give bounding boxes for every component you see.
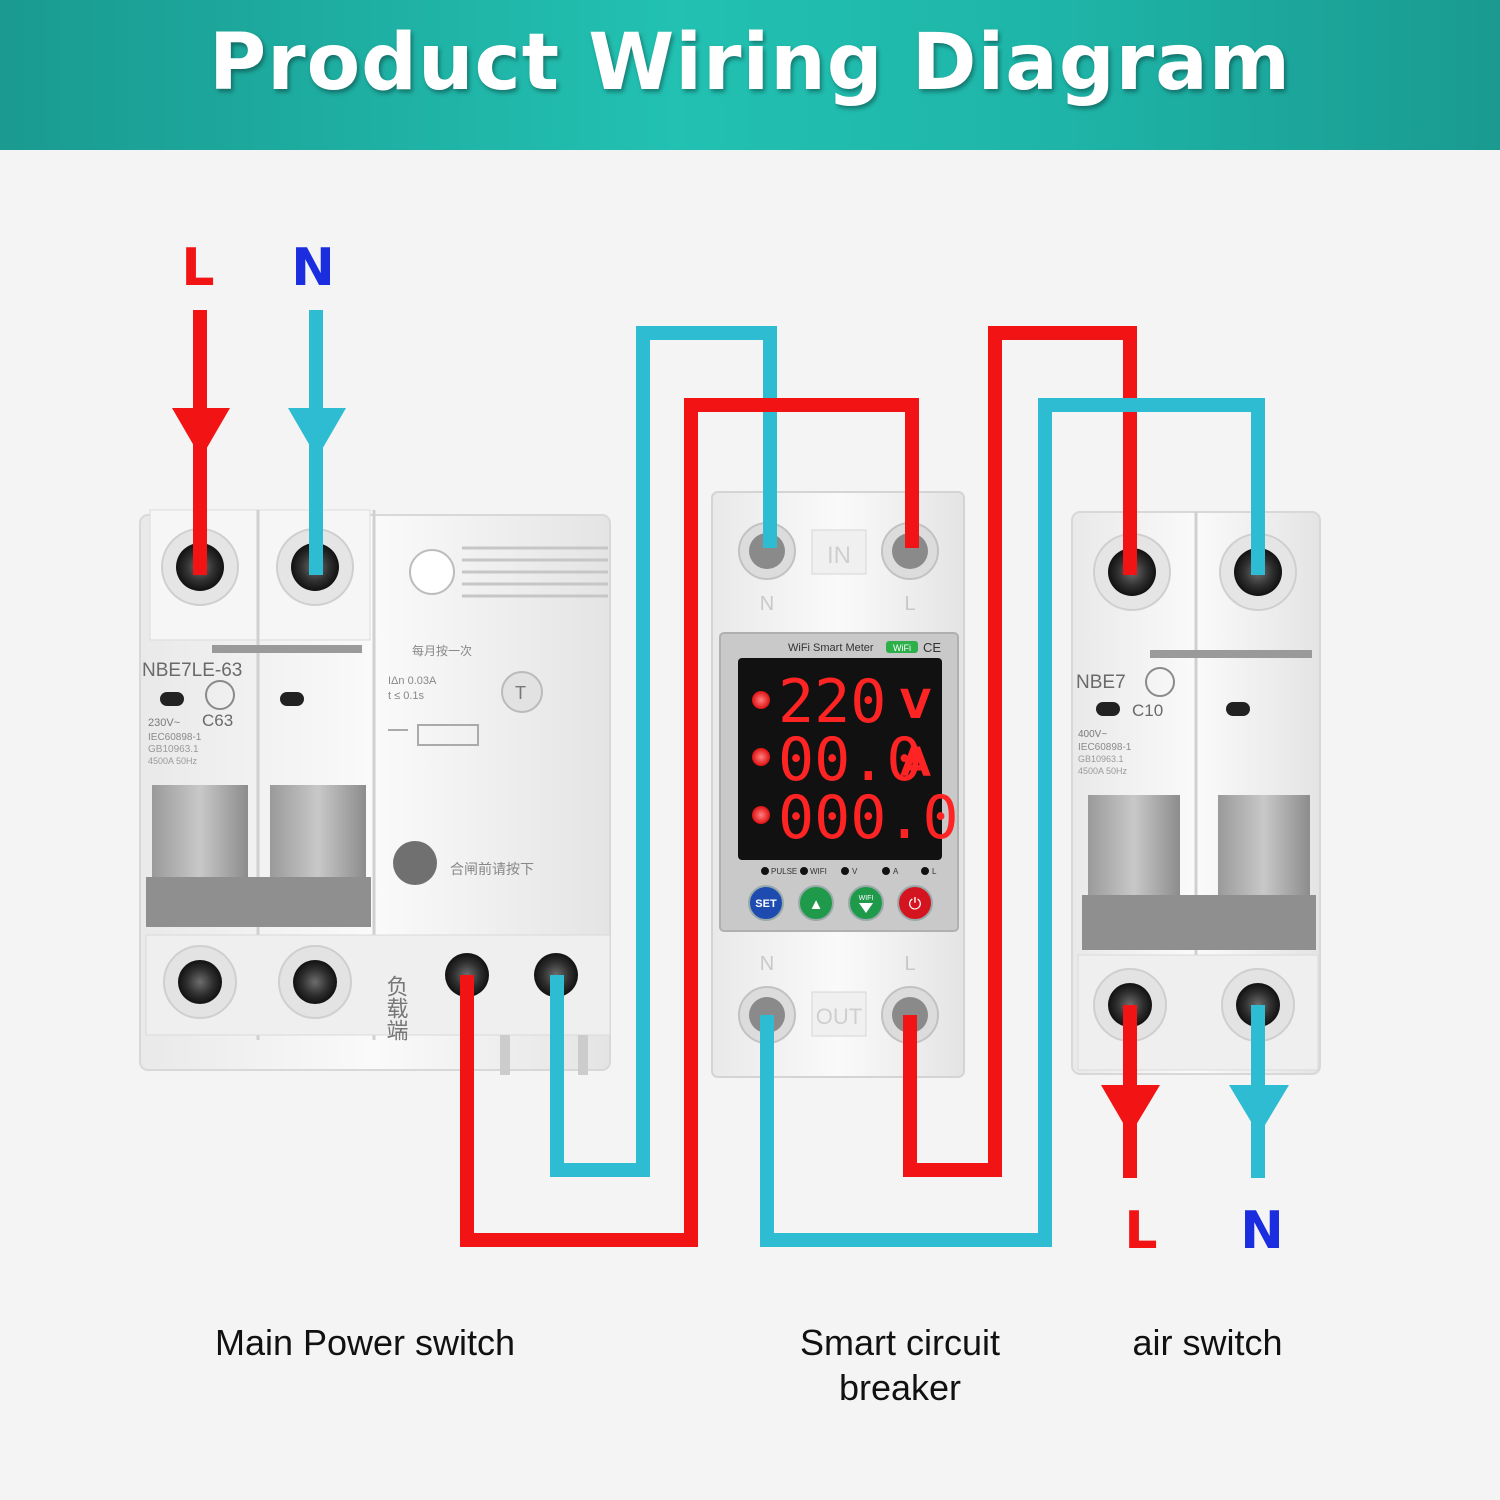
air-lever-n[interactable] (1218, 795, 1310, 905)
voltage-reading: 220 (778, 667, 886, 737)
display-led-3 (752, 806, 770, 824)
main-model-label: NBE7LE-63 (142, 660, 242, 681)
smart-breaker-caption-line2: breaker (838, 1367, 962, 1408)
rcd-reset-button[interactable] (393, 841, 437, 885)
main-led-n (280, 692, 304, 706)
meter-brand-label: WiFi Smart Meter (788, 642, 874, 654)
air-lever-bar[interactable] (1082, 895, 1316, 950)
air-led-n (1226, 702, 1250, 716)
in-n-label: N (760, 593, 774, 615)
meter-display (738, 658, 942, 860)
indicator-v: V (852, 867, 858, 876)
indicator-l: L (932, 867, 937, 876)
air-standard1-label: IEC60898-1 (1078, 742, 1132, 753)
out-n-label: N (760, 953, 774, 975)
leak-spec2-label: t ≤ 0.1s (388, 690, 424, 702)
rcd-test-button[interactable] (501, 671, 543, 713)
indicator-row: PULSE WIFI V A L (761, 867, 937, 876)
display-led-1 (752, 691, 770, 709)
air-rating-label: C10 (1132, 701, 1163, 720)
main-lever-l[interactable] (152, 785, 248, 885)
air-model-label: NBE7 (1076, 672, 1126, 693)
main-switch-caption: Main Power switch (214, 1322, 516, 1363)
page-title: Product Wiring Diagram (208, 18, 1292, 108)
ccc-mark-icon (205, 680, 235, 710)
in-label: IN (827, 542, 851, 569)
air-led-l (1096, 702, 1120, 716)
load-side-label: 负载端 (384, 975, 409, 1041)
smart-breaker-caption: Smart circuit breaker (740, 1320, 1060, 1410)
up-arrow-icon: ▲ (809, 896, 824, 913)
air-switch-caption: air switch (1132, 1322, 1283, 1363)
up-button[interactable] (798, 885, 834, 921)
main-lever-bar[interactable] (146, 877, 371, 927)
output-neutral-label: N (1240, 1201, 1284, 1261)
out-l-label: L (904, 953, 915, 975)
voltage-unit: V (900, 682, 931, 728)
smart-breaker-caption-line1: Smart circuit (799, 1322, 1001, 1363)
rcd-test-button-label: T (515, 683, 526, 703)
live-wire-main-to-smart (460, 398, 919, 1247)
output-live-arrow-icon (1101, 1085, 1160, 1135)
smart-circuit-breaker: IN N L WiFi Smart Meter WiFi CE 220 V 00… (711, 491, 965, 1078)
live-wire-smart-to-air (903, 326, 1137, 1177)
power-button[interactable] (897, 885, 933, 921)
input-live-label: L (181, 238, 214, 298)
input-neutral-arrow-icon (288, 408, 346, 458)
main-bottom-l-screw-icon (178, 960, 222, 1004)
reset-note-label: 合闸前请按下 (450, 861, 534, 877)
output-live-label: L (1124, 1201, 1157, 1261)
indicator-pulse: PULSE (771, 867, 797, 876)
main-standard2-label: GB10963.1 (148, 744, 199, 755)
rcd-schematic-icon (388, 724, 479, 746)
main-standard1-label: IEC60898-1 (148, 732, 202, 743)
air-ccc-mark-icon (1145, 667, 1175, 697)
air-lever-l[interactable] (1088, 795, 1180, 905)
air-capacity-label: 4500A 50Hz (1078, 766, 1128, 776)
air-voltage-label: 400V~ (1078, 729, 1107, 740)
power-icon: ⏻ (909, 896, 922, 913)
neutral-wire-smart-to-air (760, 398, 1265, 1247)
indicator-a: A (893, 867, 899, 876)
main-lever-n[interactable] (270, 785, 366, 885)
leak-spec1-label: IΔn 0.03A (388, 675, 437, 687)
input-live-arrow-icon (172, 408, 230, 458)
air-switch: NBE7 C10 400V~ IEC60898-1 GB10963.1 4500… (1071, 511, 1321, 1075)
set-button[interactable] (748, 885, 784, 921)
wifi-badge-label: WiFi (893, 643, 911, 653)
wifi-badge (886, 641, 918, 653)
display-led-2 (752, 748, 770, 766)
neutral-wire-main-to-smart (550, 326, 777, 1177)
main-rating-label: C63 (202, 711, 233, 730)
input-neutral-label: N (291, 238, 335, 298)
power-reading: 000.0 (778, 783, 959, 853)
down-arrow-icon (859, 903, 873, 913)
air-standard2-label: GB10963.1 (1078, 754, 1124, 764)
main-power-switch: NBE7LE-63 230V~ C63 IEC60898-1 GB10963.1… (139, 509, 611, 1075)
wifi-button-label: WIFI (859, 895, 874, 902)
title-banner: Product Wiring Diagram (0, 0, 1500, 150)
monthly-test-label: 每月按一次 (412, 643, 472, 658)
set-button-label: SET (755, 898, 777, 910)
in-l-label: L (904, 593, 915, 615)
rcd-indicator-window (409, 549, 455, 595)
main-bottom-n-screw-icon (293, 960, 337, 1004)
ce-mark-label: CE (923, 640, 941, 655)
current-unit: A (900, 740, 931, 786)
output-neutral-arrow-icon (1229, 1085, 1289, 1135)
indicator-wifi: WIFI (810, 867, 827, 876)
main-voltage-label: 230V~ (148, 717, 180, 729)
out-label: OUT (816, 1004, 862, 1029)
main-capacity-label: 4500A 50Hz (148, 756, 198, 766)
main-led-l (160, 692, 184, 706)
current-reading: 00.0 (778, 725, 923, 795)
